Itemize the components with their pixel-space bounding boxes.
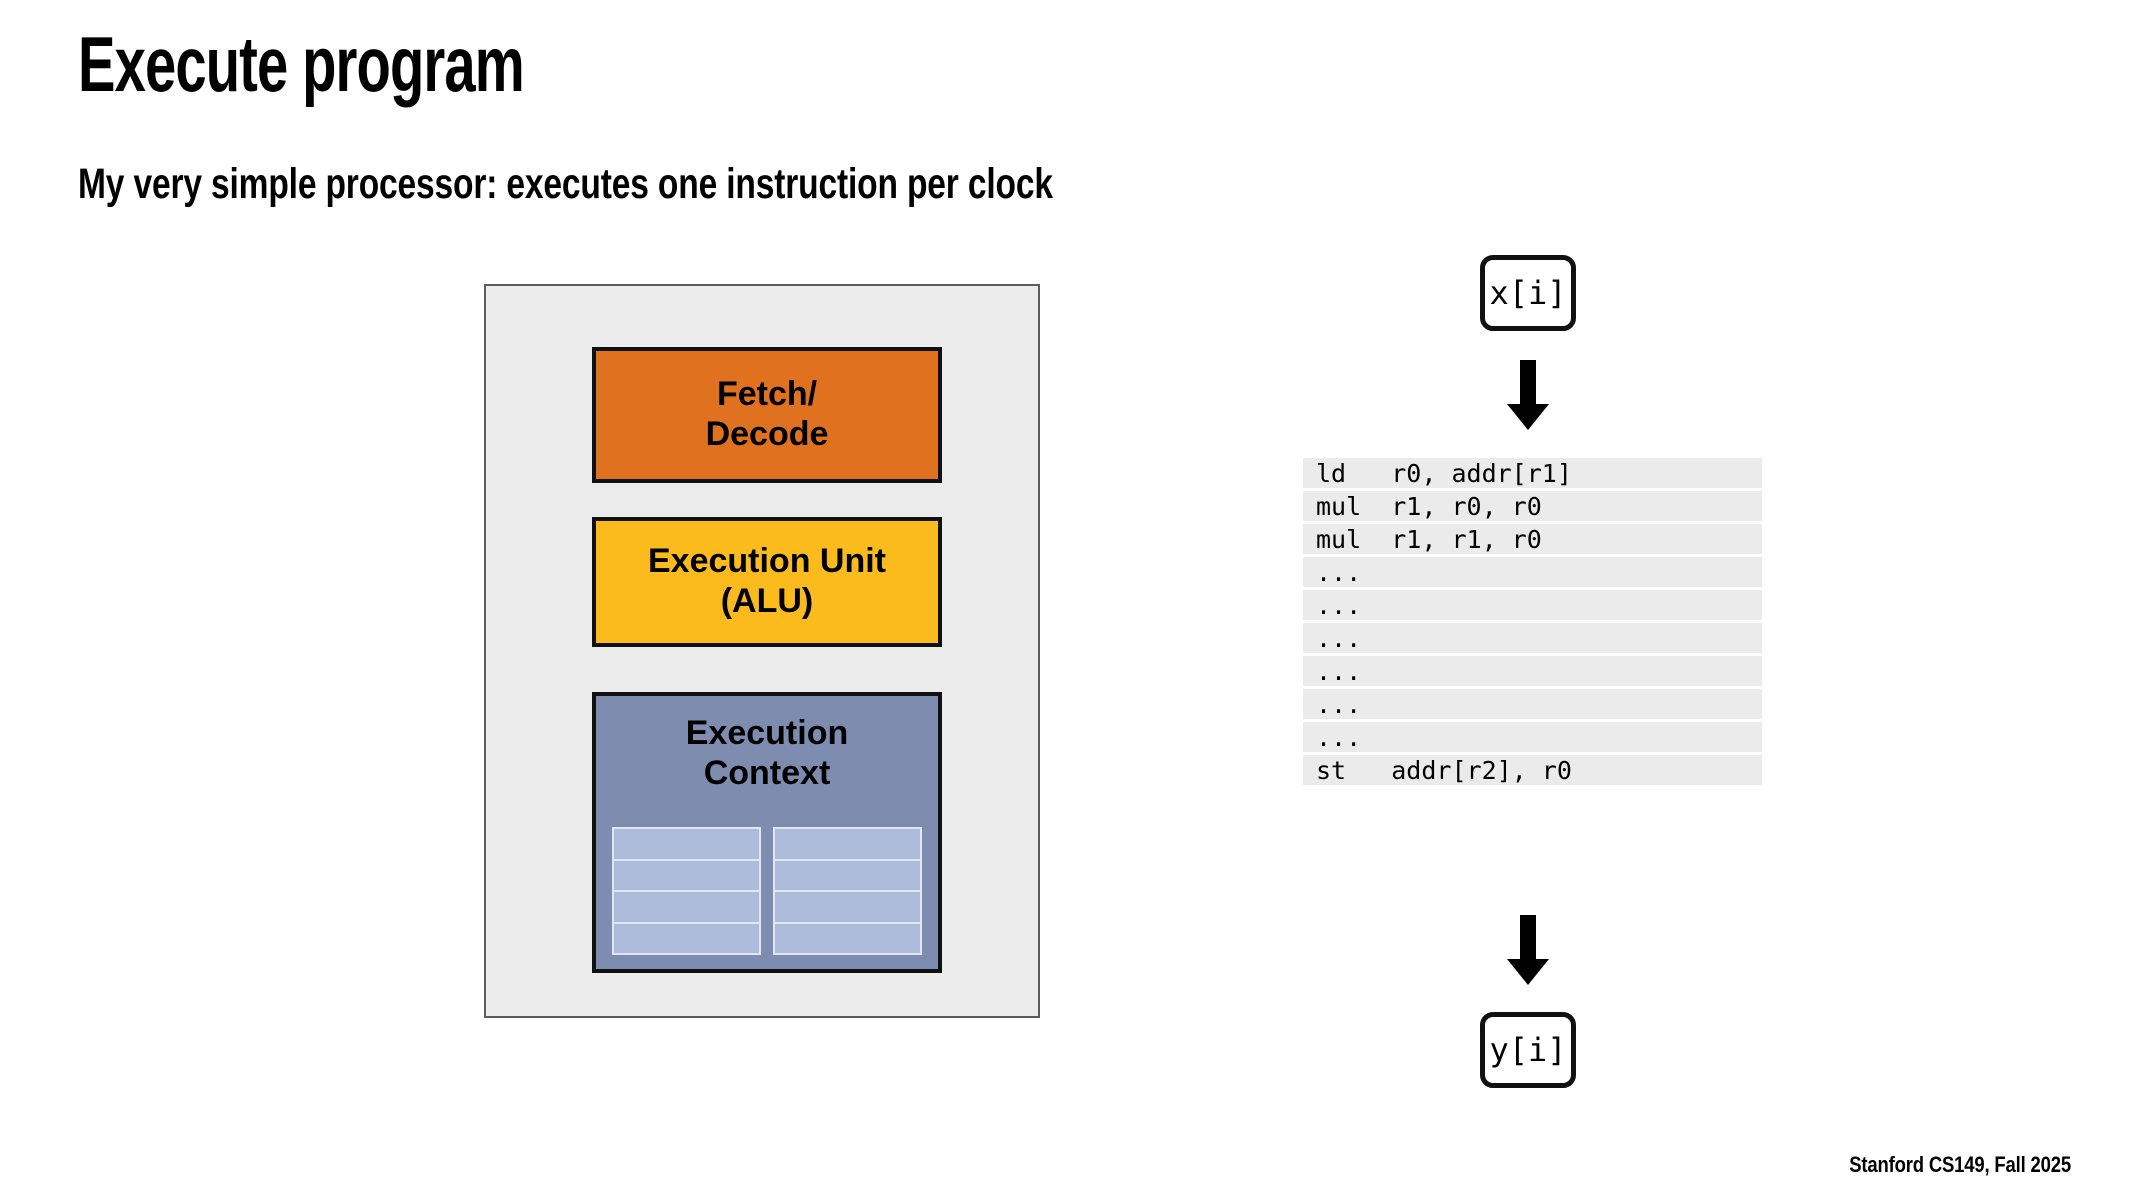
output-element-box: y[i] (1480, 1012, 1576, 1088)
register-column (773, 827, 922, 955)
register-cell (614, 860, 759, 892)
register-cell (775, 860, 920, 892)
register-cell (614, 923, 759, 953)
arrow-down-icon (1507, 360, 1549, 430)
instruction-row: ... (1303, 623, 1762, 653)
execution-unit-block: Execution Unit (ALU) (592, 517, 942, 647)
register-cell (775, 892, 920, 924)
execution-context-label-line1: Execution (685, 714, 849, 752)
input-element-label: x[i] (1480, 255, 1576, 331)
processor-core-container: Fetch/ Decode Execution Unit (ALU) Execu… (484, 284, 1040, 1018)
instruction-row: ... (1303, 656, 1762, 686)
register-cell (614, 892, 759, 924)
register-file-grid (612, 827, 922, 955)
instruction-row: mul r1, r1, r0 (1303, 524, 1762, 554)
program-instruction-list: ld r0, addr[r1] mul r1, r0, r0 mul r1, r… (1303, 458, 1762, 788)
instruction-row: ... (1303, 557, 1762, 587)
register-cell (775, 923, 920, 953)
execution-context-block: Execution Context (592, 692, 942, 973)
execution-context-label-line2: Context (703, 753, 831, 792)
instruction-row: ... (1303, 689, 1762, 719)
register-column (612, 827, 761, 955)
instruction-row: ld r0, addr[r1] (1303, 458, 1762, 488)
arrow-down-icon (1507, 915, 1549, 985)
execution-unit-label-line1: Execution Unit (647, 542, 887, 581)
fetch-decode-block: Fetch/ Decode (592, 347, 942, 483)
page-subtitle: My very simple processor: executes one i… (78, 160, 1053, 208)
register-cell (775, 829, 920, 861)
instruction-row: ... (1303, 590, 1762, 620)
page-title: Execute program (78, 20, 525, 108)
output-element-label: y[i] (1480, 1012, 1576, 1088)
fetch-decode-label-line1: Fetch/ (716, 375, 818, 414)
input-element-box: x[i] (1480, 255, 1576, 331)
instruction-row: mul r1, r0, r0 (1303, 491, 1762, 521)
fetch-decode-label-line2: Decode (705, 415, 829, 453)
register-cell (614, 829, 759, 861)
instruction-row: st addr[r2], r0 (1303, 755, 1762, 785)
footer-credit: Stanford CS149, Fall 2025 (1849, 1152, 2071, 1177)
execution-context-label: Execution Context (596, 714, 938, 794)
execution-unit-label-line2: (ALU) (720, 582, 814, 620)
instruction-row: ... (1303, 722, 1762, 752)
